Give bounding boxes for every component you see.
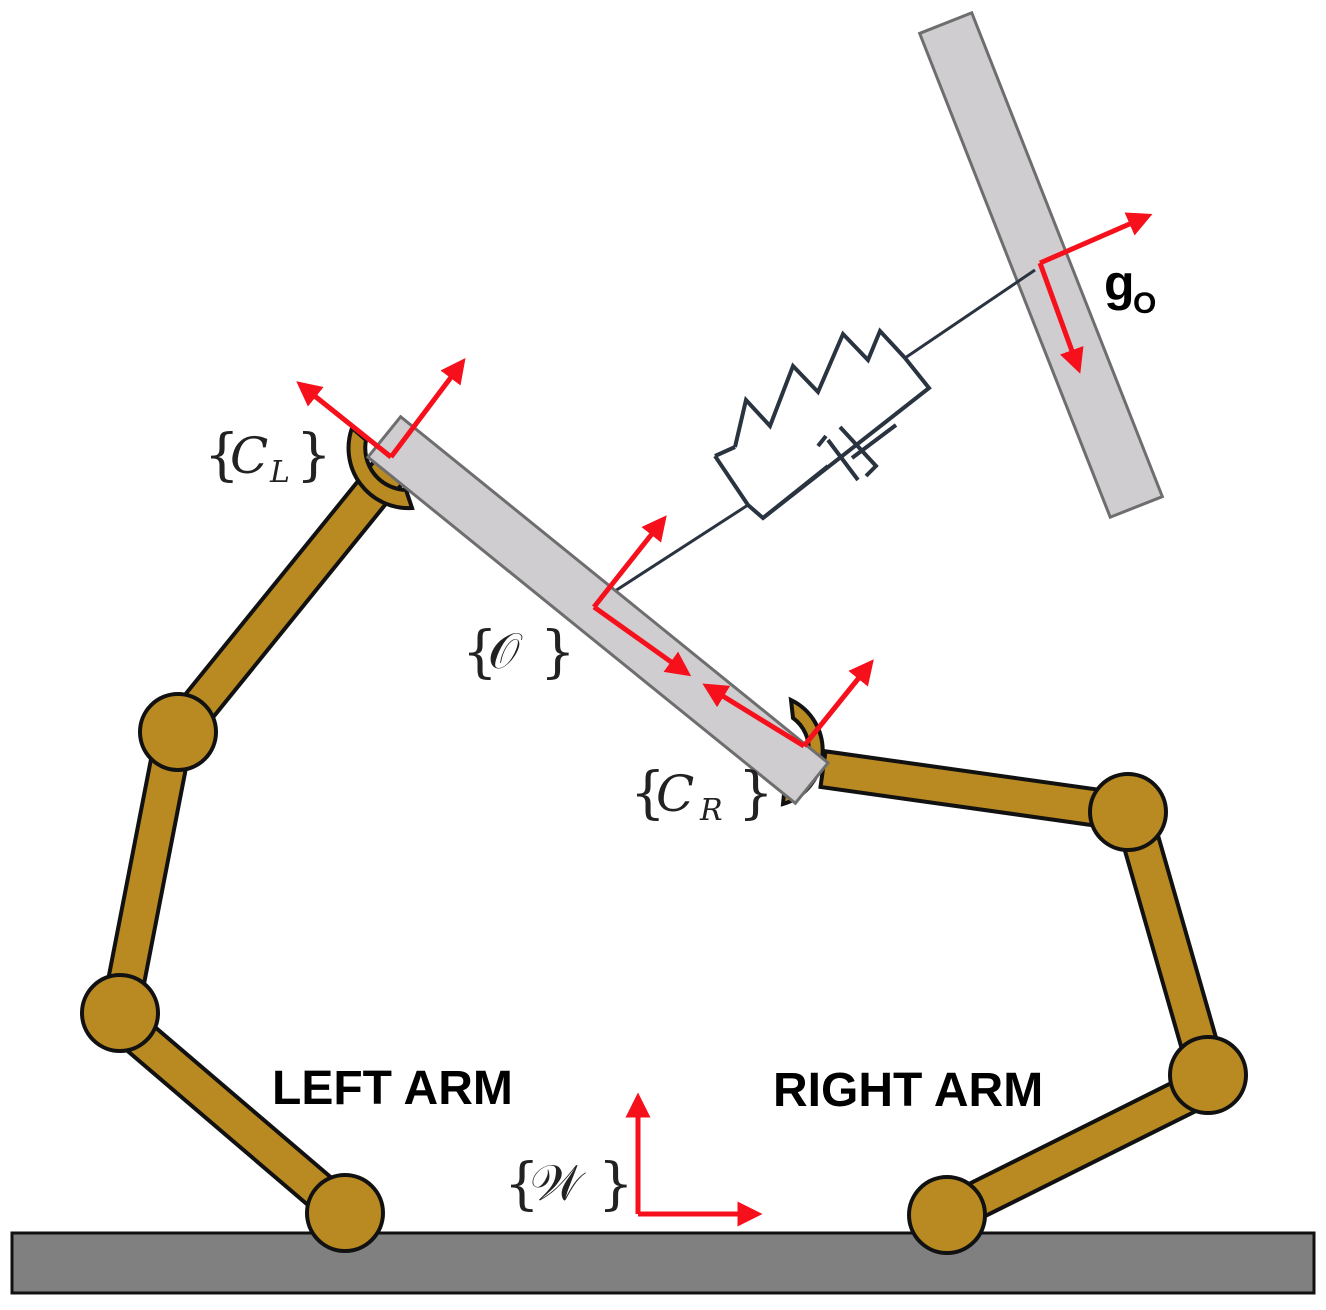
left-arm-joint-2	[80, 973, 160, 1053]
left-arm-label: LEFT ARM	[272, 1062, 513, 1115]
right-contact-frame-label: { C R }	[630, 761, 774, 828]
svg-text:L: L	[269, 455, 290, 490]
goal-frame-axes	[1037, 212, 1153, 374]
svg-text:C: C	[656, 765, 694, 823]
right-arm-label: RIGHT ARM	[773, 1064, 1043, 1117]
object-frame-label: { 𝒪 }	[462, 620, 576, 685]
svg-text:O: O	[1133, 287, 1156, 320]
left-contact-frame-axes	[296, 358, 466, 459]
svg-text:{: {	[630, 761, 666, 826]
right-arm	[780, 696, 1248, 1255]
svg-text:{: {	[504, 1152, 540, 1217]
left-contact-frame-label: { C L }	[204, 423, 332, 490]
svg-text:𝒪: 𝒪	[488, 622, 523, 680]
right-contact-frame-axes	[702, 659, 874, 749]
world-frame-axes	[625, 1092, 763, 1227]
right-arm-joint-3	[1088, 772, 1168, 852]
left-arm	[80, 424, 416, 1253]
svg-text:}: }	[296, 423, 332, 488]
svg-text:}: }	[598, 1152, 634, 1217]
world-frame-label: { 𝒲 }	[504, 1152, 634, 1217]
spring-coil	[733, 327, 907, 448]
spring-damper-element	[597, 268, 1036, 604]
right-arm-base-joint	[907, 1175, 987, 1255]
svg-text:{: {	[204, 423, 240, 488]
right-arm-joint-2	[1168, 1035, 1248, 1115]
svg-text:}: }	[540, 620, 576, 685]
goal-frame-label: g O	[1104, 255, 1156, 320]
left-arm-base-joint	[305, 1173, 385, 1253]
svg-text:C: C	[230, 427, 268, 485]
object-frame-axes	[592, 515, 692, 677]
svg-text:R: R	[699, 793, 723, 828]
svg-text:g: g	[1104, 255, 1135, 311]
ground-plane	[10, 1231, 1316, 1295]
left-gripper	[346, 424, 415, 511]
svg-text:}: }	[738, 761, 774, 826]
damper	[761, 464, 830, 520]
svg-text:{: {	[462, 620, 498, 685]
left-arm-joint-3	[138, 692, 218, 772]
svg-text:𝒲: 𝒲	[530, 1154, 586, 1212]
